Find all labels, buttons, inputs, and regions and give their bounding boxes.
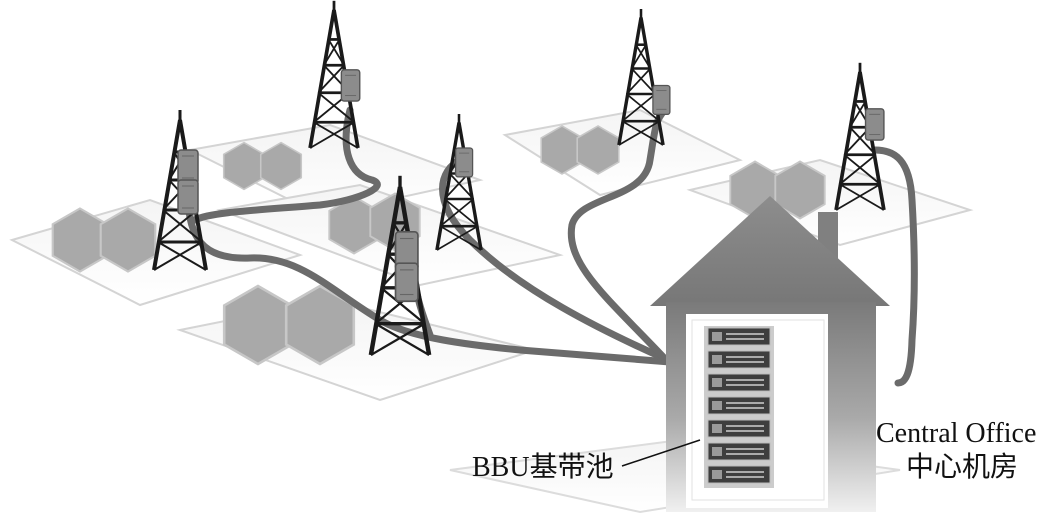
rru-box-icon bbox=[652, 84, 671, 116]
bbu-pool-label: BBU基带池 bbox=[472, 452, 614, 483]
bbu-rack-icon bbox=[704, 326, 774, 488]
rru-box-icon bbox=[394, 262, 419, 303]
fiber-cable-icon bbox=[191, 106, 381, 224]
central-office-house bbox=[650, 196, 890, 512]
central-office-label-zh: 中心机房 bbox=[906, 452, 1019, 483]
rru-box-icon bbox=[864, 108, 885, 141]
rru-box-icon bbox=[340, 69, 361, 102]
fiber-cable-icon bbox=[439, 156, 672, 364]
rru-box-icon bbox=[177, 149, 199, 185]
rru-box-icon bbox=[177, 179, 199, 215]
central-office-label: Central Office bbox=[876, 418, 1037, 449]
rru-box-icon bbox=[454, 147, 474, 178]
house-roof bbox=[650, 196, 890, 306]
fiber-cable-icon bbox=[871, 146, 918, 387]
bbu-leader-line bbox=[621, 439, 701, 467]
